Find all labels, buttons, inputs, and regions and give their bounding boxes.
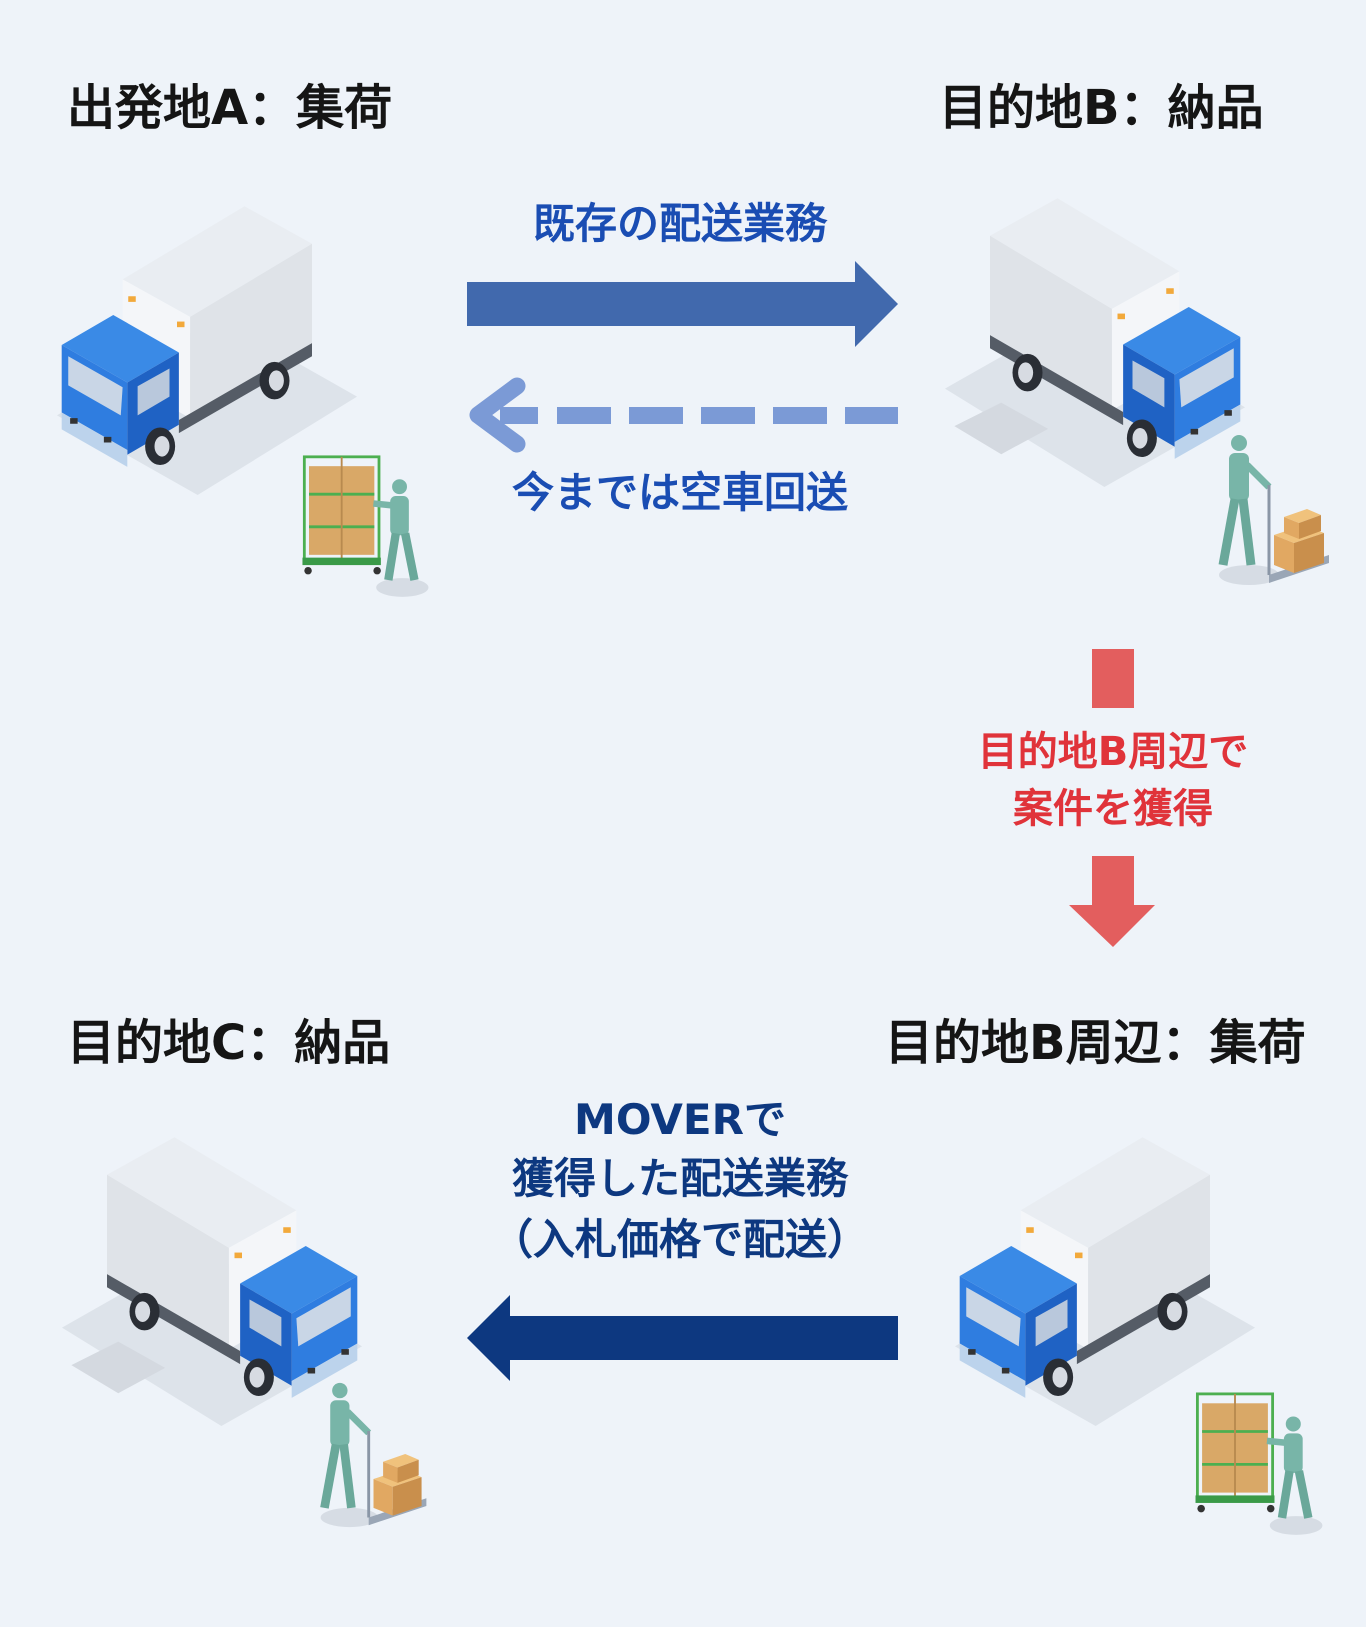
- mover-label-line3: （入札価格で配送）: [490, 1215, 870, 1264]
- acquire-arrow: [1069, 856, 1155, 947]
- location-around-b-pickup: 目的地B周辺：集荷: [885, 1015, 1306, 1071]
- existing-delivery-arrow: [467, 261, 898, 347]
- truck-destination-b-illustration: [945, 198, 1245, 487]
- location-origin-a: 出発地A：集荷: [67, 80, 393, 136]
- liftgate-ramp: [71, 1341, 166, 1394]
- mover-label-line1: MOVERで: [574, 1095, 786, 1144]
- mover-delivery-arrow: [467, 1295, 898, 1381]
- liftgate-ramp: [954, 402, 1049, 455]
- empty-return-dashed-arrow: [469, 377, 898, 453]
- acquire-label-line2: 案件を獲得: [1013, 786, 1213, 832]
- mover-label-line2: 獲得した配送業務: [511, 1154, 849, 1203]
- acquire-arrow-top-bar: [1092, 649, 1134, 708]
- location-destination-b: 目的地B：納品: [939, 80, 1264, 136]
- location-destination-c: 目的地C：納品: [67, 1015, 391, 1071]
- truck-destination-c-illustration: [62, 1137, 362, 1426]
- existing-delivery-label: 既存の配送業務: [532, 199, 828, 248]
- acquire-label-line1: 目的地B周辺で: [977, 729, 1249, 775]
- empty-return-label: 今までは空車回送: [511, 468, 849, 517]
